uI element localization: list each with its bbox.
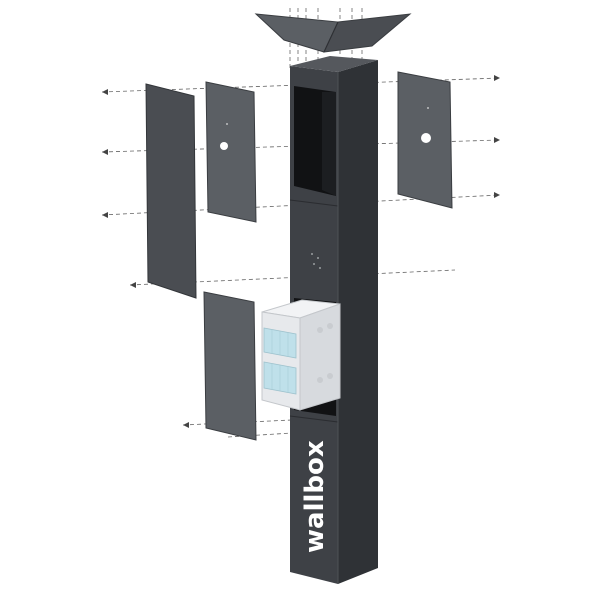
side-panel-lower-left [203, 291, 257, 441]
roof-cap [254, 13, 412, 53]
cable-hole [220, 142, 228, 150]
side-panel-upper-left [205, 81, 257, 223]
cable-hole [421, 133, 431, 143]
brand-wordmark: wallbox [300, 440, 330, 553]
side-panel-upper-right [397, 71, 453, 209]
electrical-enclosure [261, 299, 341, 411]
arrow-icon [102, 75, 500, 428]
side-panel-long-left [145, 83, 197, 299]
